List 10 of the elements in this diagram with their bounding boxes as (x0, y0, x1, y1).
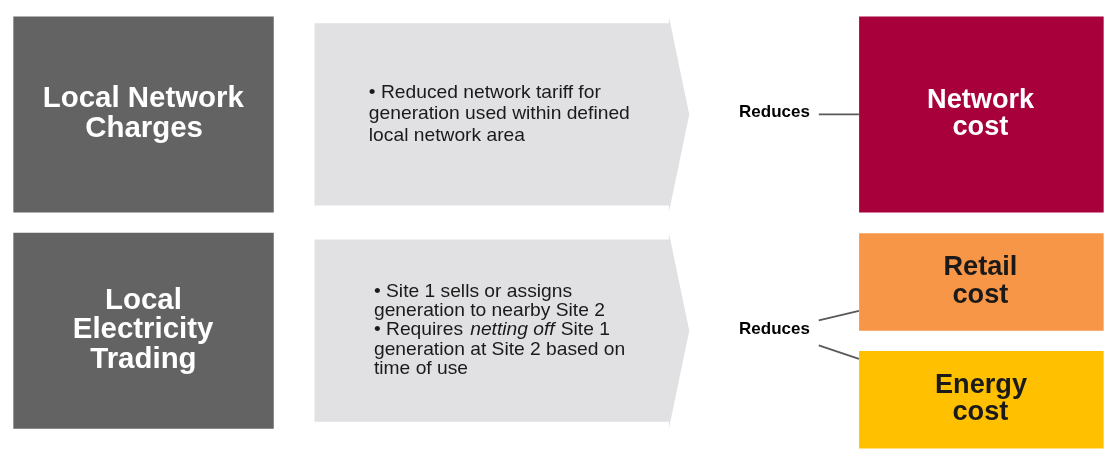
node-text: Reduces (739, 318, 810, 338)
connector (817, 344, 860, 360)
node-box: Retail cost (859, 232, 1104, 331)
connector (817, 309, 860, 321)
node-box: Local Electricity Trading (13, 232, 274, 429)
connector (817, 113, 860, 115)
node-box: Network cost (859, 16, 1104, 212)
node-box: Local Network Charges (13, 16, 274, 212)
node-box: Energy cost (859, 350, 1104, 448)
node-text: Reduces (739, 101, 810, 121)
